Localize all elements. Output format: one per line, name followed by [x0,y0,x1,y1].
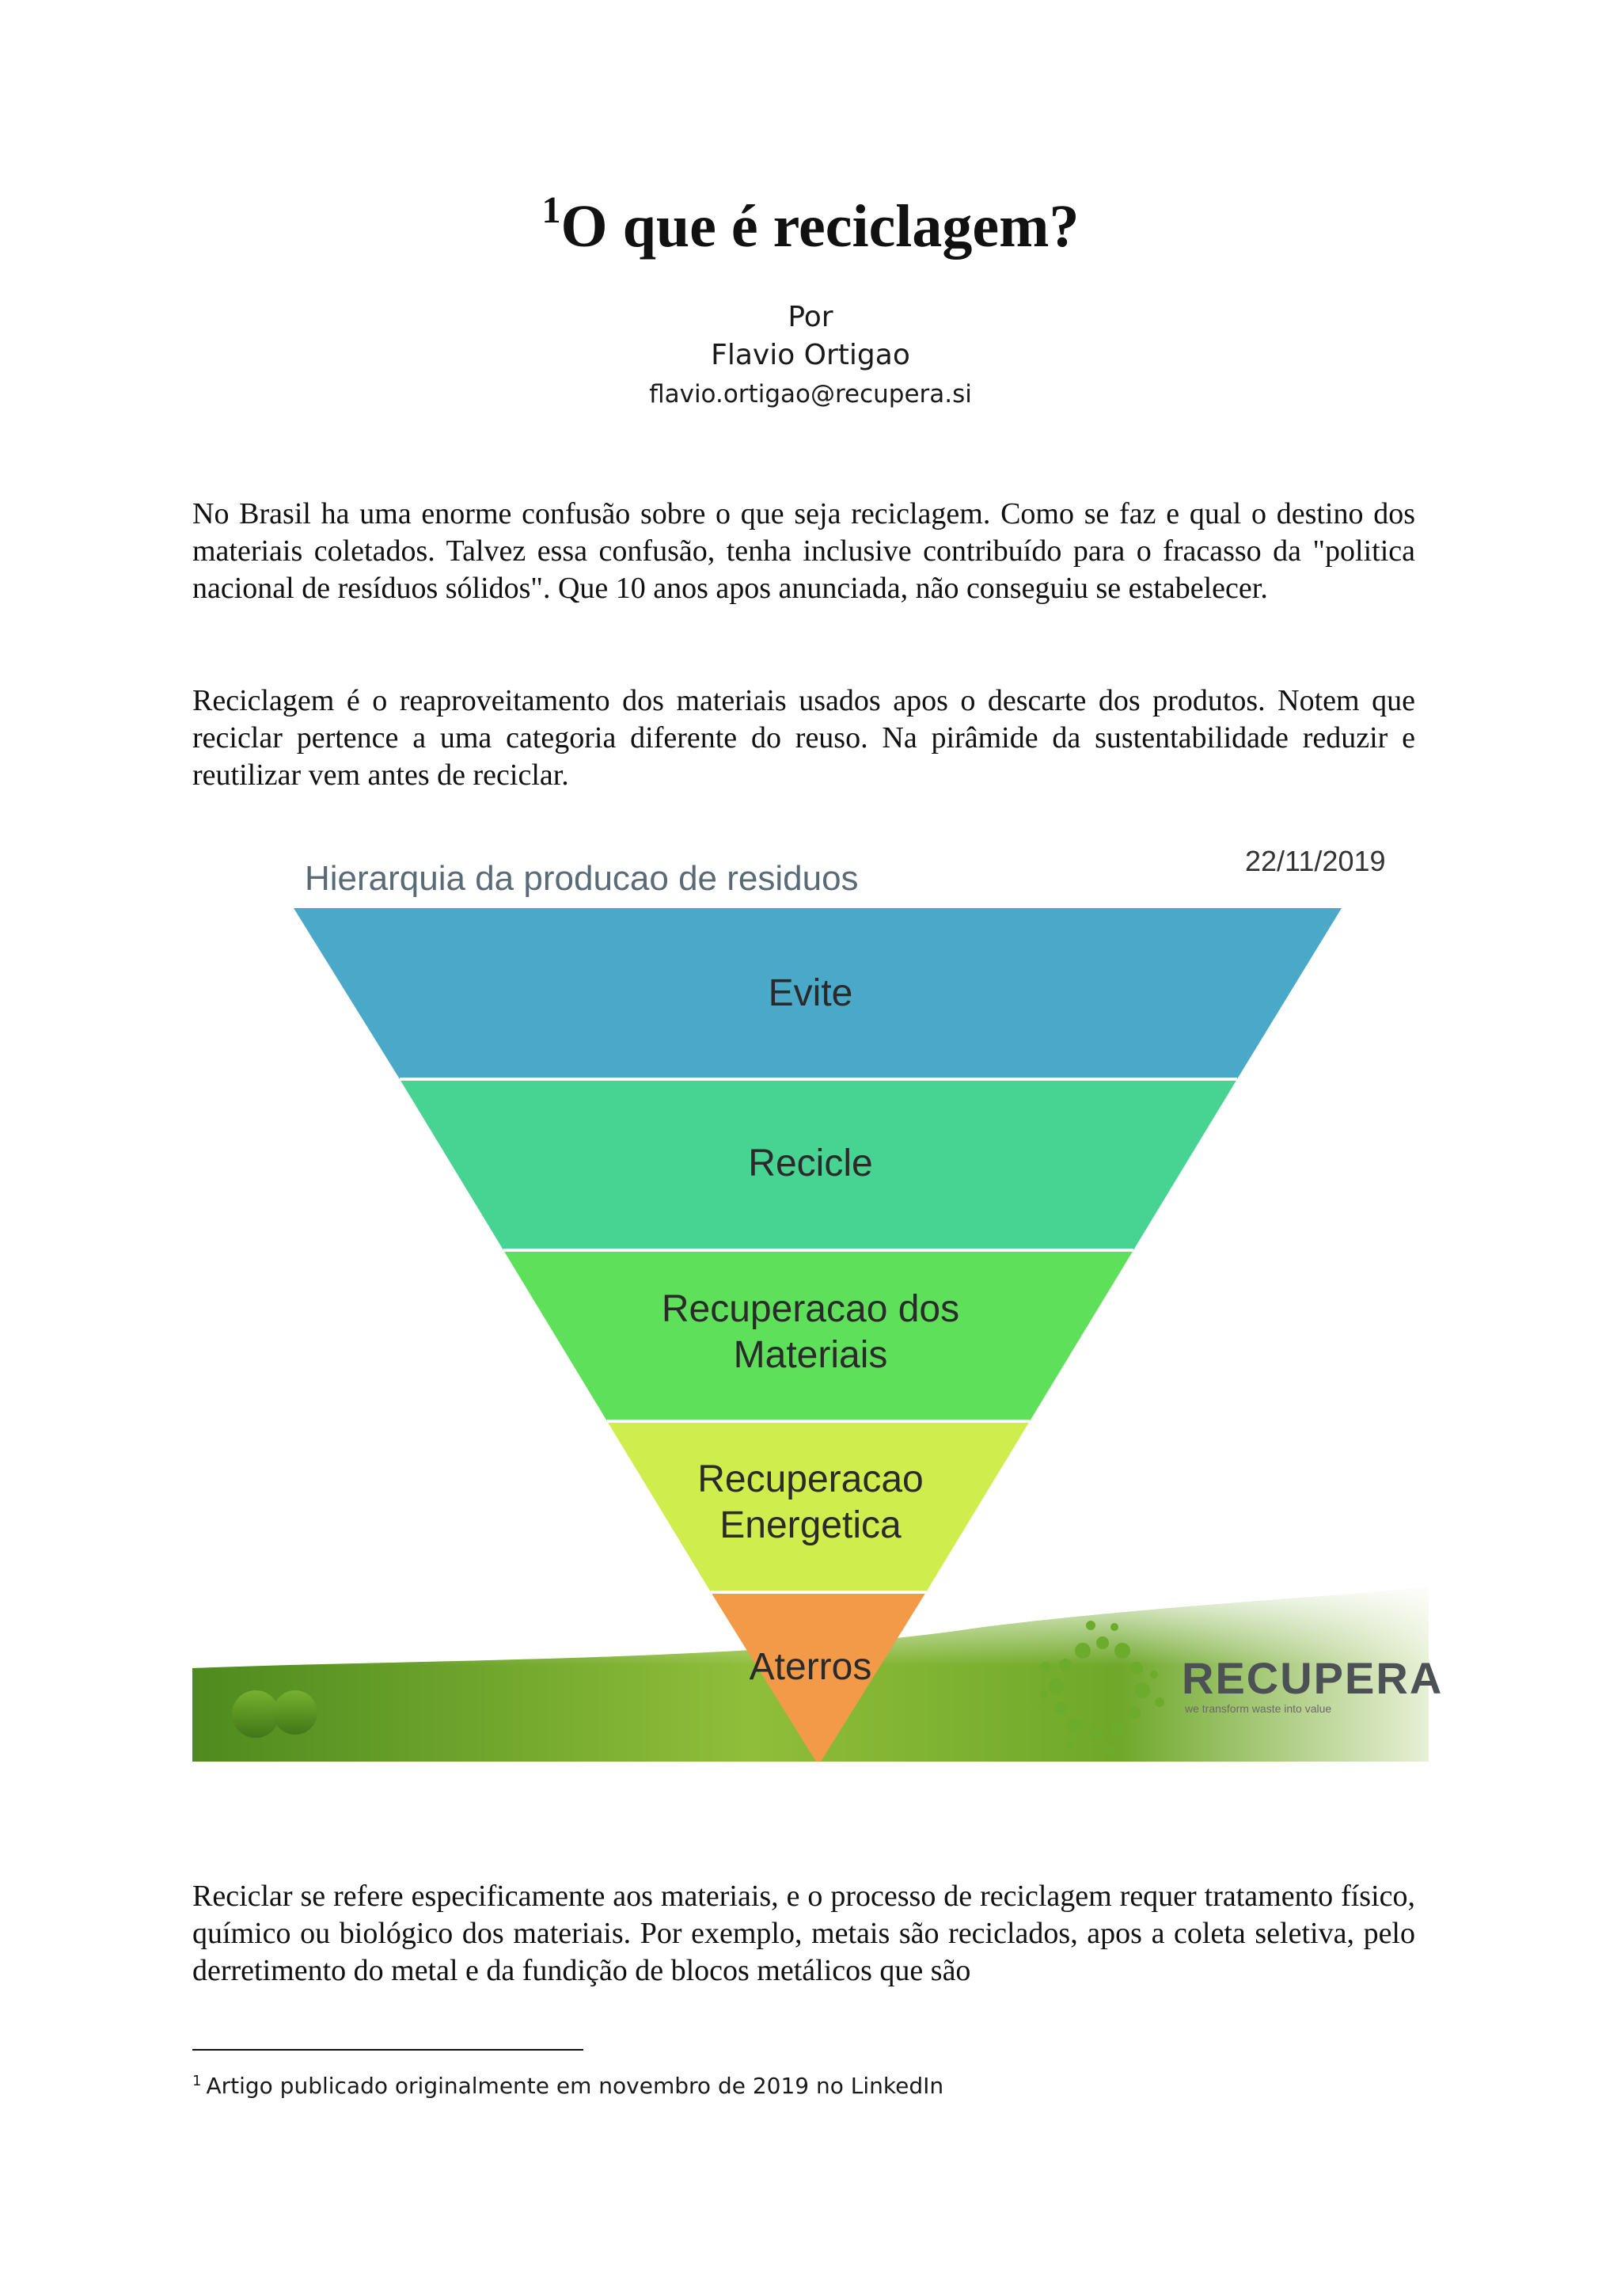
level-label-aterros: Aterros [749,1646,872,1688]
level-band-recuperacao-materiais [503,1250,1133,1421]
level-label-line: Energetica [719,1504,902,1546]
level-band-evite [294,908,1342,1079]
level-label-evite: Evite [768,972,853,1014]
level-label-line: Materiais [733,1334,888,1376]
level-label-recuperacao-energetica: Recuperacao Energetica [192,1457,1429,1549]
article-title-text: O que é reciclagem? [560,193,1080,260]
level-band-aterros [711,1592,926,1762]
byline-author: Flavio Ortigao [711,339,910,371]
band-dividers [400,1078,1237,1594]
recupera-brand: RECUPERA [1182,1653,1444,1703]
paragraph-process: Reciclar se refere especificamente aos m… [192,1880,1415,1987]
footnote-number: 1 [192,2073,202,2089]
recupera-tagline: we transform waste into value [1185,1702,1332,1715]
recupera-logo-icon [1039,1621,1164,1754]
level-label-line: Recuperacao dos [661,1288,960,1330]
level-band-recicle [400,1079,1237,1250]
footnote-text: Artigo publicado originalmente em novemb… [206,2073,944,2099]
byline-email: flavio.ortigao@recupera.si [649,380,972,409]
level-label-recuperacao-materiais: Recuperacao dos Materiais [192,1287,1429,1378]
footnote-divider [192,2049,583,2051]
footnote-marker: 1 [541,189,561,231]
waste-hierarchy-figure: Hierarquia da producao de residuos 22/11… [192,827,1441,1762]
paragraph-intro: No Brasil ha uma enorme confusão sobre o… [192,497,1415,605]
level-label-recicle: Recicle [748,1142,873,1184]
level-label-line: Recuperacao [697,1458,924,1500]
level-band-recuperacao-energetica [607,1421,1030,1592]
byline-por: Por [788,301,833,333]
waste-hierarchy-graphic [192,908,1429,1762]
article-title: 1O que é reciclagem? [0,188,1621,261]
figure-date: 22/11/2019 [1245,845,1386,877]
paragraph-definition: Reciclagem é o reaproveitamento dos mate… [192,684,1415,792]
figure-heading: Hierarquia da producao de residuos [305,859,859,898]
